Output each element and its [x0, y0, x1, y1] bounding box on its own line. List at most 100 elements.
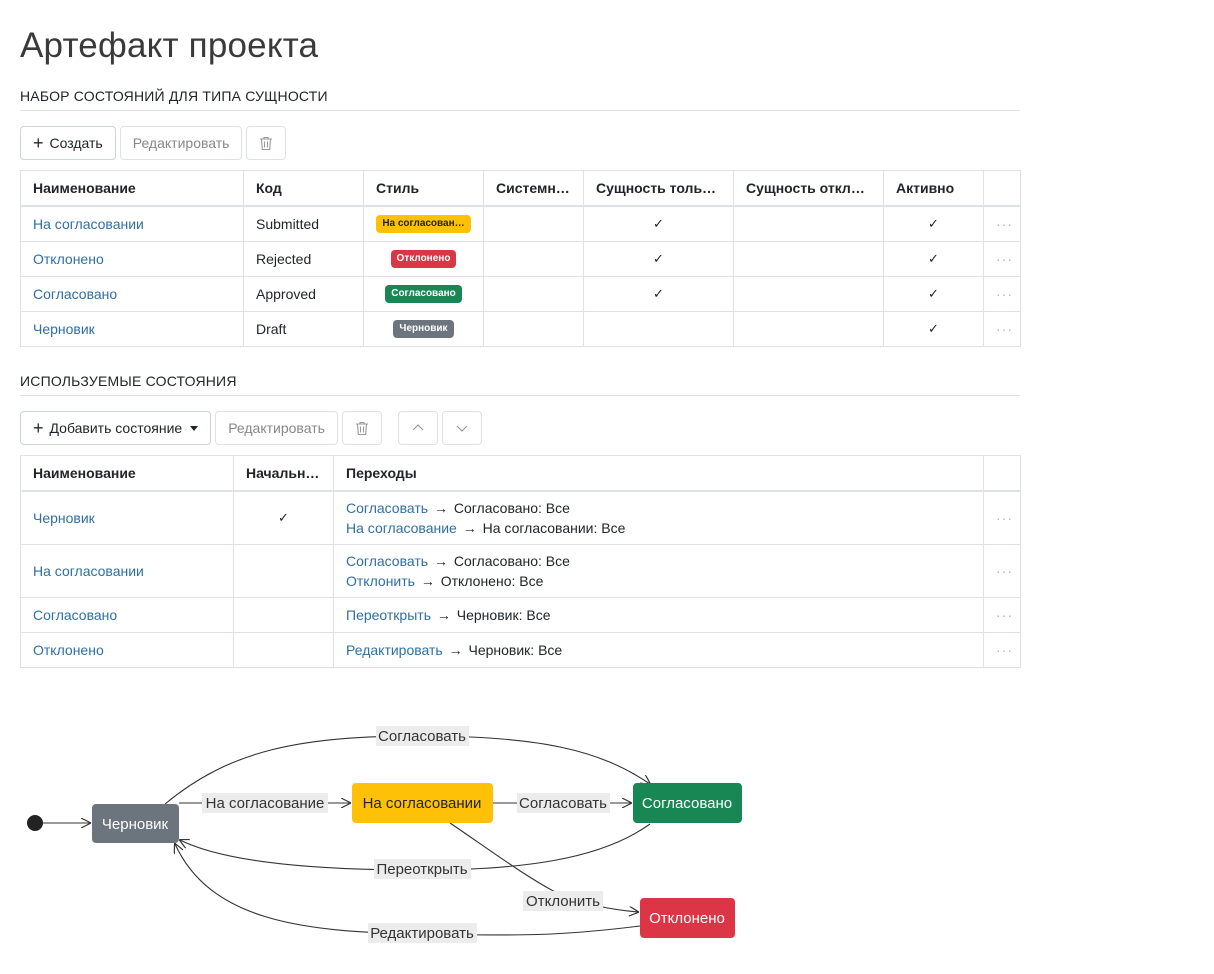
- active-check: ✓: [883, 311, 984, 347]
- system-cell: [483, 311, 584, 347]
- transition-action-link[interactable]: Согласовать: [346, 553, 429, 569]
- used-states-header: ИСПОЛЬЗУЕМЫЕ СОСТОЯНИЯ: [20, 373, 1020, 396]
- node-approved[interactable]: Согласовано: [633, 783, 742, 823]
- transition-target: Черновик: Все: [468, 642, 563, 658]
- used-states-table: Наименование Начальное Переходы Черновик…: [20, 455, 1021, 668]
- more-actions-icon[interactable]: ···: [983, 544, 1021, 598]
- more-actions-icon[interactable]: ···: [983, 597, 1021, 633]
- column-header-code[interactable]: Код: [243, 170, 364, 207]
- delete-button[interactable]: [246, 126, 287, 160]
- state-name-link[interactable]: Согласовано: [33, 286, 118, 302]
- edge-label-submitted-to-approved: Согласовать: [519, 795, 607, 812]
- edit-state-button[interactable]: Редактировать: [215, 411, 338, 445]
- initial-check: [233, 544, 334, 598]
- transition: Отклонить → Отклонено: Все: [346, 571, 971, 591]
- create-button[interactable]: + Создать: [20, 126, 116, 160]
- state-code: Submitted: [243, 205, 364, 242]
- table-row: Черновик Draft Черновик ✓ ···: [20, 311, 1021, 347]
- trash-icon: [260, 136, 273, 150]
- create-button-label: Создать: [49, 135, 103, 151]
- add-state-button-label: Добавить состояние: [49, 420, 183, 436]
- transition-action-link[interactable]: На согласование: [346, 520, 457, 536]
- delete-state-button[interactable]: [341, 411, 382, 445]
- state-name-link[interactable]: Черновик: [33, 510, 95, 526]
- edit-button[interactable]: Редактировать: [119, 126, 243, 160]
- transition-target: Черновик: Все: [456, 607, 551, 623]
- disabled-check: [733, 241, 884, 277]
- state-name-link[interactable]: На согласовании: [33, 216, 144, 232]
- column-header-disabled[interactable]: Сущность отклю…: [733, 170, 884, 207]
- node-submitted-label: На согласовании: [363, 795, 482, 812]
- chevron-up-icon: [412, 424, 424, 431]
- transition-target: На согласовании: Все: [482, 520, 626, 536]
- transitions-cell: Редактировать → Черновик: Все: [333, 632, 984, 668]
- arrow-right-icon: →: [433, 500, 448, 516]
- initial-check: [233, 597, 334, 633]
- transition-action-link[interactable]: Переоткрыть: [346, 607, 431, 623]
- arrow-right-icon: →: [433, 553, 448, 569]
- transition-action-link[interactable]: Согласовать: [346, 500, 429, 516]
- arrow-right-icon: →: [436, 607, 451, 623]
- transition-action-link[interactable]: Отклонить: [346, 573, 415, 589]
- state-code: Draft: [243, 311, 364, 347]
- edge-label-approved-to-draft: Переоткрыть: [376, 861, 467, 878]
- transition: Редактировать → Черновик: Все: [346, 640, 971, 660]
- system-cell: [483, 241, 584, 277]
- state-code: Approved: [243, 276, 364, 312]
- node-draft[interactable]: Черновик: [92, 804, 179, 843]
- add-state-button[interactable]: + Добавить состояние: [20, 411, 212, 445]
- state-name-link[interactable]: Отклонено: [33, 642, 104, 658]
- column-header-actions: [983, 170, 1021, 207]
- more-actions-icon[interactable]: ···: [983, 241, 1021, 277]
- initial-check: ✓: [233, 490, 334, 545]
- node-submitted[interactable]: На согласовании: [352, 783, 493, 823]
- move-down-button[interactable]: [441, 411, 482, 445]
- state-style-badge: На согласован…: [376, 215, 471, 234]
- edge-label-draft-to-approved: Согласовать: [378, 728, 466, 745]
- state-code: Rejected: [243, 241, 364, 277]
- column-header-name[interactable]: Наименование: [20, 455, 234, 492]
- state-name-link[interactable]: Согласовано: [33, 607, 118, 623]
- more-actions-icon[interactable]: ···: [983, 490, 1021, 545]
- column-header-name[interactable]: Наименование: [20, 170, 244, 207]
- more-actions-icon[interactable]: ···: [983, 276, 1021, 312]
- more-actions-icon[interactable]: ···: [983, 205, 1021, 242]
- transition: Переоткрыть → Черновик: Все: [346, 605, 971, 625]
- state-name-link[interactable]: Отклонено: [33, 251, 104, 267]
- column-header-actions: [983, 455, 1021, 492]
- initial-check: [233, 632, 334, 668]
- transition: Согласовать → Согласовано: Все: [346, 551, 971, 571]
- column-header-style[interactable]: Стиль: [363, 170, 484, 207]
- toolbar-spacer: [386, 411, 394, 445]
- table-header-row: Наименование Начальное Переходы: [20, 455, 1021, 492]
- move-up-button[interactable]: [397, 411, 438, 445]
- plus-icon: +: [33, 133, 44, 153]
- column-header-readonly[interactable]: Сущность только…: [583, 170, 734, 207]
- states-set-table: Наименование Код Стиль Системное Сущност…: [20, 170, 1021, 347]
- disabled-check: [733, 205, 884, 242]
- system-cell: [483, 205, 584, 242]
- node-approved-label: Согласовано: [642, 795, 732, 812]
- disabled-check: [733, 311, 884, 347]
- transition-action-link[interactable]: Редактировать: [346, 642, 443, 658]
- table-row: Отклонено Rejected Отклонено ✓ ✓ ···: [20, 241, 1021, 277]
- more-actions-icon[interactable]: ···: [983, 632, 1021, 668]
- table-row: Черновик ✓ Согласовать → Согласовано: Вс…: [20, 490, 1021, 545]
- system-cell: [483, 276, 584, 312]
- transition: Согласовать → Согласовано: Все: [346, 498, 971, 518]
- more-actions-icon[interactable]: ···: [983, 311, 1021, 347]
- column-header-system[interactable]: Системное: [483, 170, 584, 207]
- node-rejected-label: Отклонено: [649, 910, 725, 927]
- column-header-active[interactable]: Активно: [883, 170, 984, 207]
- state-style-badge: Черновик: [393, 320, 454, 339]
- used-states-toolbar: + Добавить состояние Редактировать: [20, 411, 482, 445]
- state-name-link[interactable]: На согласовании: [33, 563, 144, 579]
- column-header-initial[interactable]: Начальное: [233, 455, 334, 492]
- table-row: Согласовано Переоткрыть → Черновик: Все …: [20, 597, 1021, 633]
- node-rejected[interactable]: Отклонено: [640, 898, 735, 938]
- state-name-link[interactable]: Черновик: [33, 321, 95, 337]
- disabled-check: [733, 276, 884, 312]
- readonly-check: ✓: [583, 276, 734, 312]
- transition: На согласование → На согласовании: Все: [346, 518, 971, 538]
- column-header-transitions[interactable]: Переходы: [333, 455, 984, 492]
